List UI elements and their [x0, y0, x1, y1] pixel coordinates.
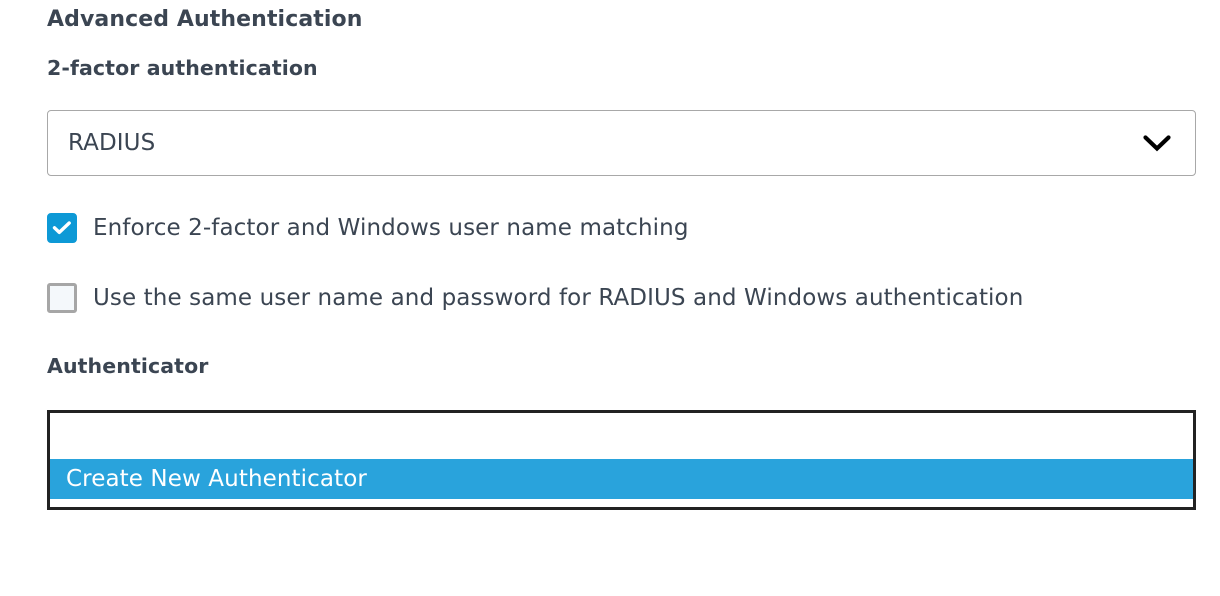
page-title: Advanced Authentication	[47, 7, 363, 32]
checkbox-row-same-credentials[interactable]: Use the same user name and password for …	[47, 283, 1023, 313]
dropdown-option-blank[interactable]	[50, 413, 1193, 459]
two-factor-method-select[interactable]: RADIUS	[47, 110, 1196, 176]
two-factor-authentication-label: 2-factor authentication	[47, 56, 318, 80]
chevron-down-icon[interactable]	[1141, 127, 1173, 159]
checkbox-label-enforce-matching: Enforce 2-factor and Windows user name m…	[93, 215, 689, 241]
checkbox-row-enforce-matching[interactable]: Enforce 2-factor and Windows user name m…	[47, 213, 689, 243]
checkbox-enforce-matching[interactable]	[47, 213, 77, 243]
authenticator-label: Authenticator	[47, 354, 209, 378]
dropdown-option-create-new-authenticator[interactable]: Create New Authenticator	[50, 459, 1193, 499]
dropdown-options-container: Create New Authenticator	[50, 413, 1193, 507]
checkbox-label-same-credentials: Use the same user name and password for …	[93, 285, 1024, 311]
authenticator-dropdown-list[interactable]: Create New Authenticator	[47, 410, 1196, 510]
two-factor-method-value: RADIUS	[68, 130, 156, 156]
check-icon	[48, 214, 76, 242]
checkbox-same-credentials[interactable]	[47, 283, 77, 313]
